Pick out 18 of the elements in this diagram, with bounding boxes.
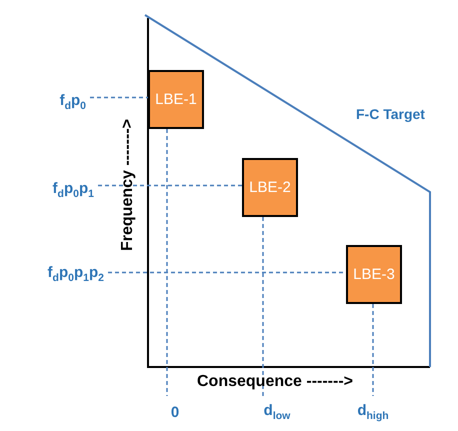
axis-title: Consequence -------> [197,373,353,391]
consequence-value: d$_{high}$ [357,402,389,422]
frequency-value: f$_{d}$p$_{0}$p$_{1}$p$_{2}$ [48,264,104,284]
frequency-value: f$_{d}$p$_{0}$p$_{1}$ [52,180,94,200]
consequence-value: 0 [170,404,180,420]
event-box: LBE-1 [148,70,204,129]
leader-line [262,217,264,396]
leader-line [166,129,168,396]
leader-line [90,96,148,98]
consequence-value: d$_{low}$ [264,402,290,422]
event-box: LBE-3 [346,245,402,304]
target-label: F-C Target [356,106,425,122]
leader-line [108,272,346,274]
leader-line [98,184,242,186]
event-box: LBE-2 [242,158,298,217]
leader-line [372,304,374,396]
frequency-value: f$_{d}$p$_{0}$ [60,92,86,112]
axis-title: Frequency -------> [119,119,137,251]
